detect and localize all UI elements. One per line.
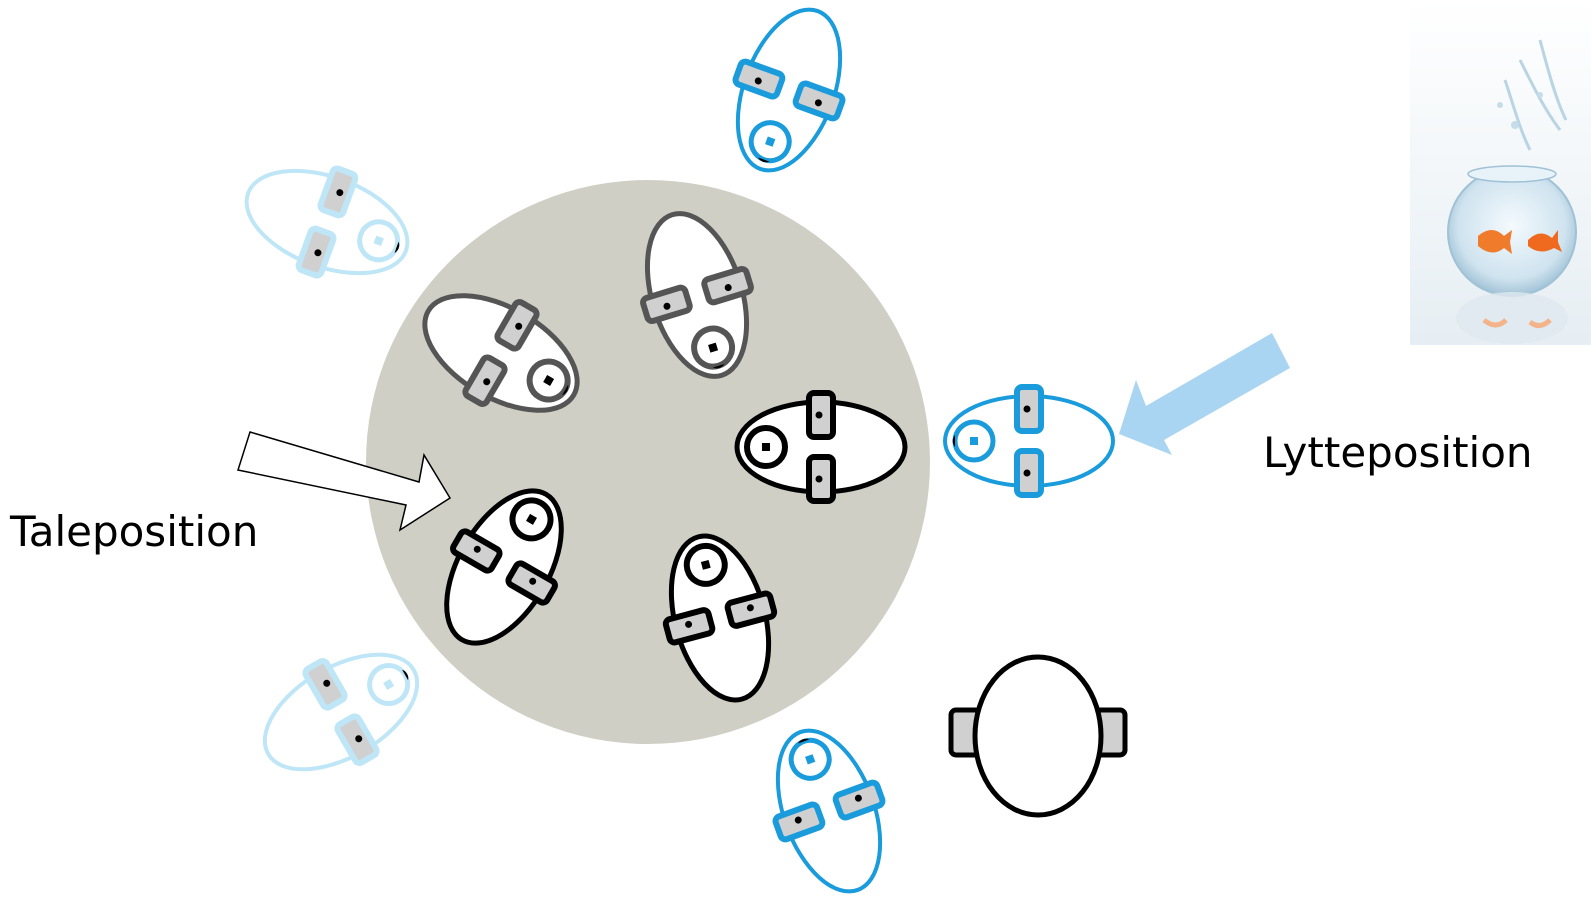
listening-position-label: Lytteposition [1263, 428, 1533, 477]
hollow-arrow-icon [237, 431, 452, 532]
listener-light-blue-top-left [230, 143, 425, 302]
filled-arrow-icon [1119, 333, 1290, 455]
listener-blue-top [710, 0, 869, 187]
listener-blue-right [945, 387, 1113, 495]
standing-person-outline [948, 654, 1128, 818]
fishbowl-goldfish-image [1410, 0, 1591, 345]
listener-light-blue-bottom-left [241, 623, 440, 801]
speaking-position-label: Taleposition [9, 507, 258, 556]
listener-blue-bottom [750, 714, 909, 906]
